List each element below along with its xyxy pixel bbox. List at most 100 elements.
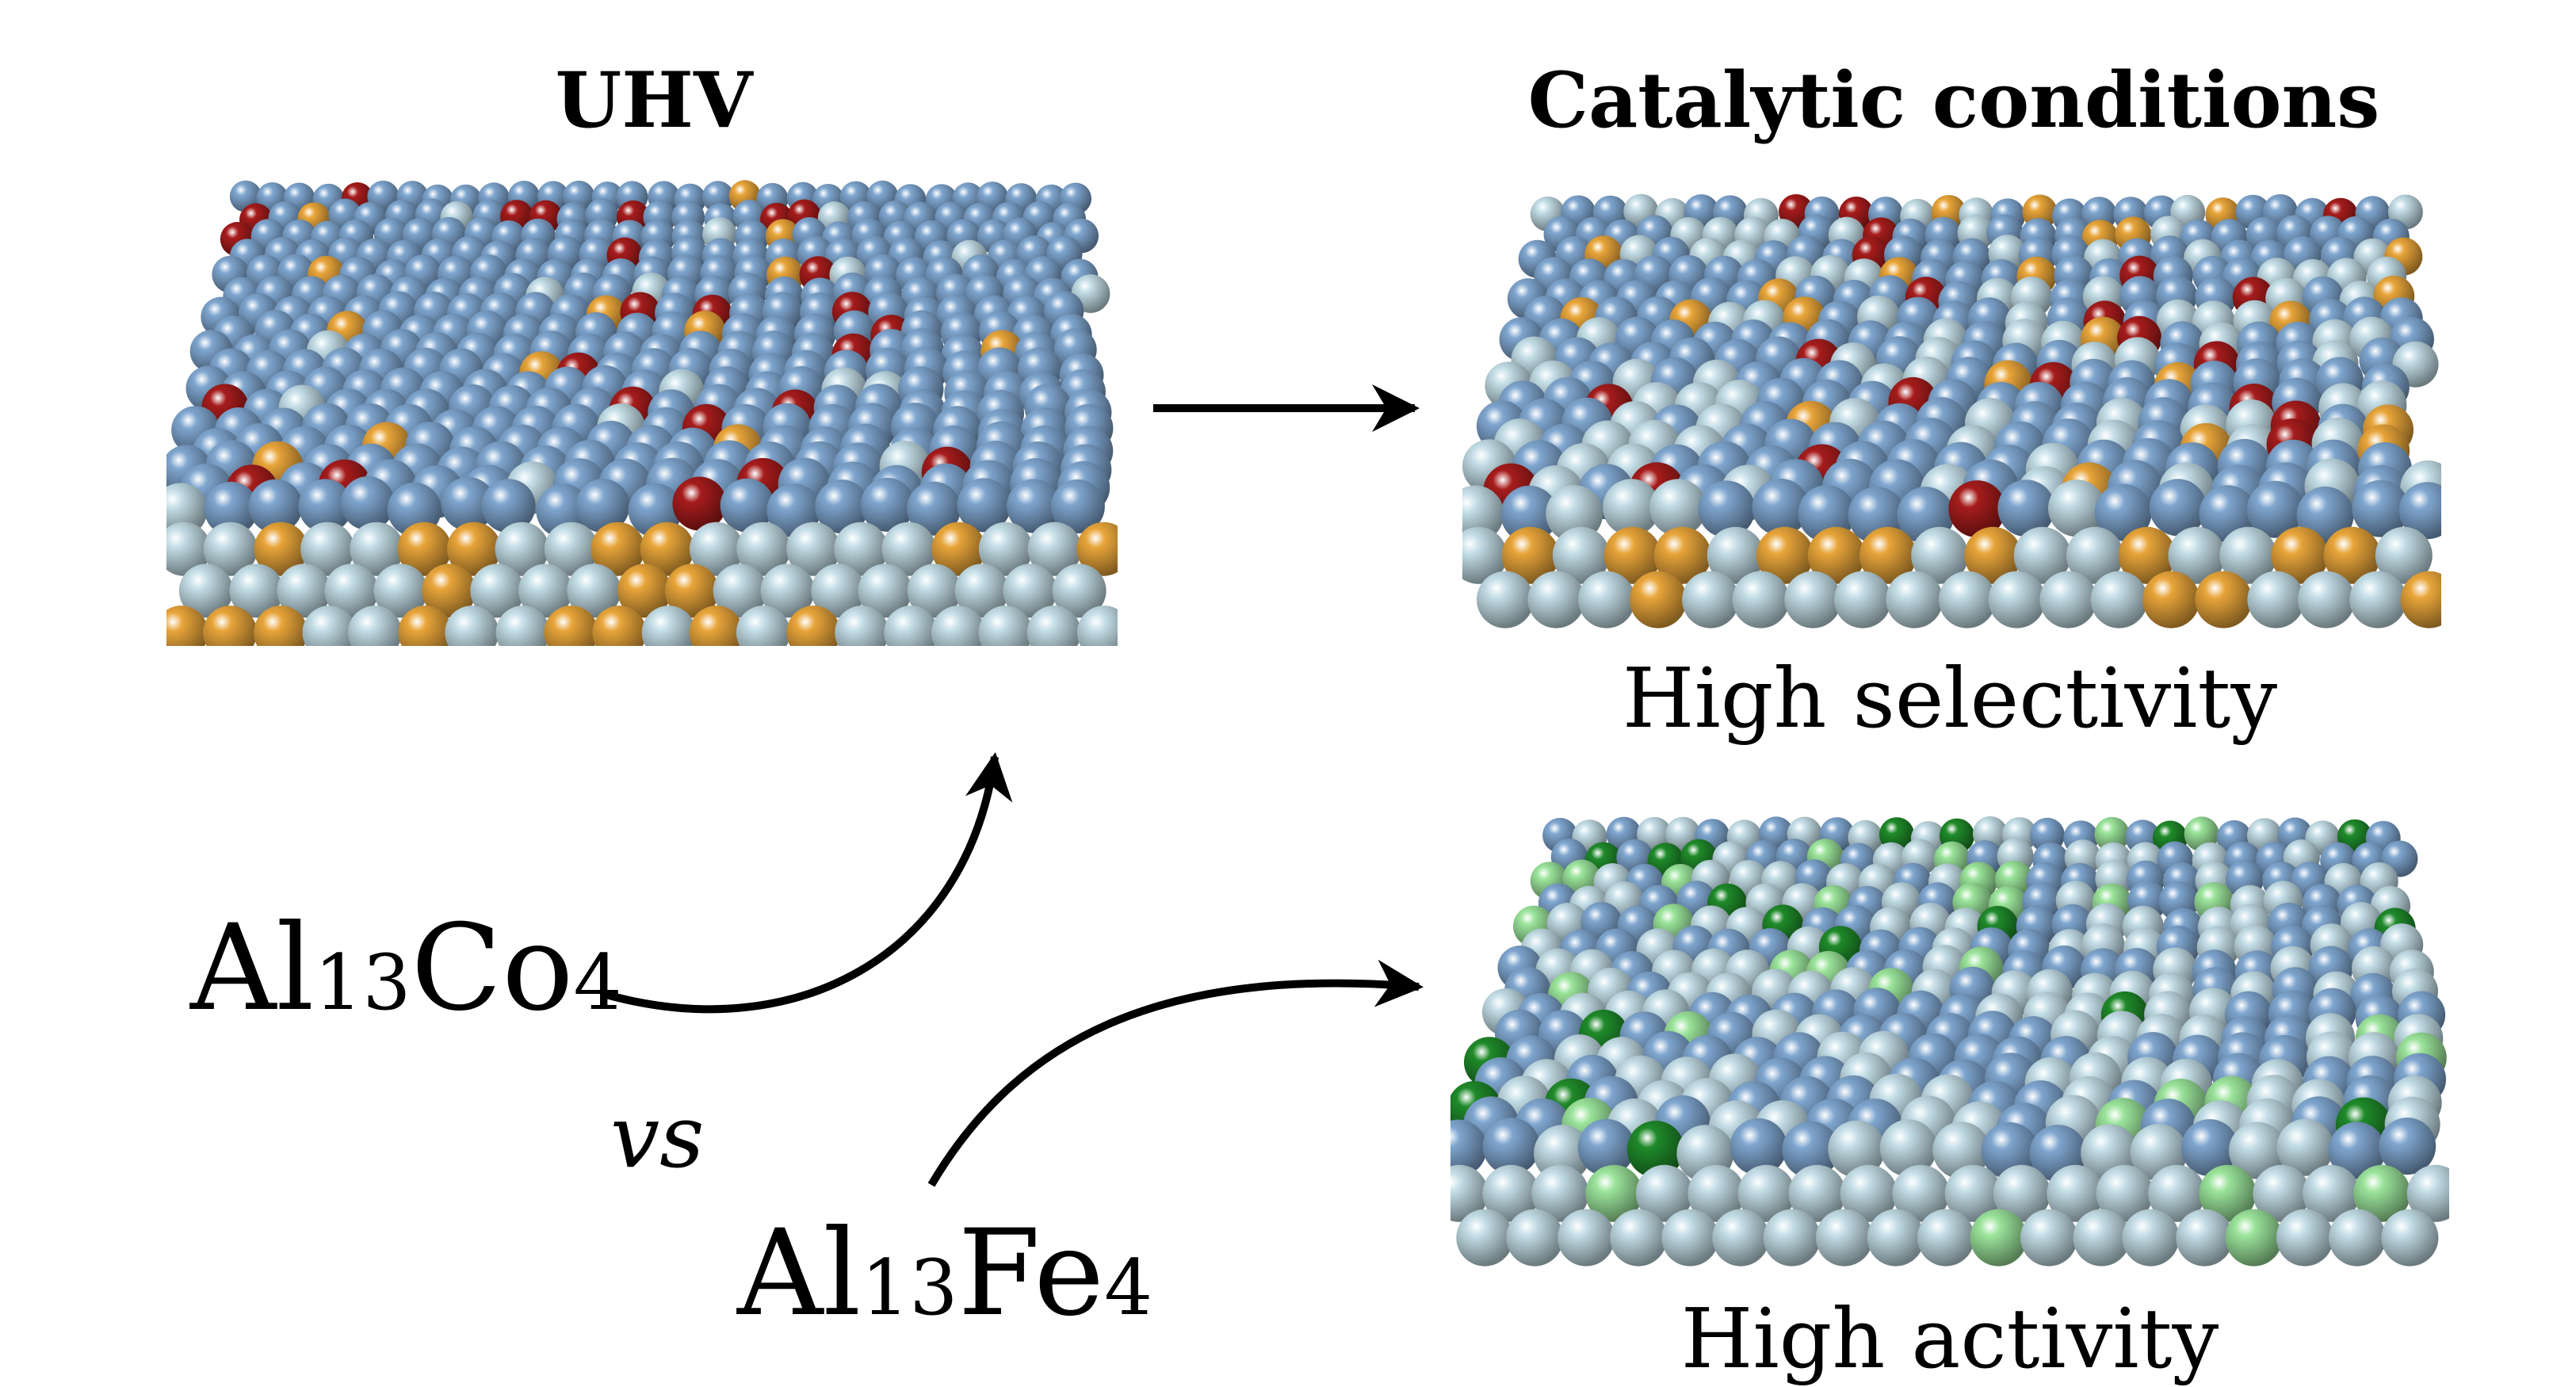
substrate-aluminium-atom — [567, 564, 621, 618]
aluminium-atom — [957, 478, 1011, 533]
al13fe4-arrow — [927, 959, 1424, 1187]
al13fe4-catalytic-surface-model — [1450, 816, 2449, 1267]
substrate-transition-metal-atom — [1585, 1164, 1643, 1222]
substrate-transition-metal-atom — [2142, 571, 2200, 629]
transition-metal-atom — [1948, 480, 2006, 538]
substrate-transition-metal-atom — [2195, 571, 2253, 629]
substrate-aluminium-atom — [2219, 526, 2277, 584]
substrate-aluminium-atom — [1577, 571, 1635, 629]
substrate-aluminium-atom — [1506, 1209, 1564, 1267]
substrate-transition-metal-atom — [2271, 526, 2329, 584]
substrate-aluminium-atom — [1635, 1164, 1693, 1222]
substrate-aluminium-atom — [1737, 1164, 1795, 1222]
aluminium-atom — [481, 479, 536, 533]
substrate-aluminium-atom — [544, 522, 598, 576]
substrate-aluminium-atom — [978, 606, 1033, 646]
aluminium-atom — [2398, 482, 2441, 540]
substrate-transition-metal-atom — [1859, 526, 1917, 584]
substrate-aluminium-atom — [1911, 526, 1969, 584]
substrate-transition-metal-atom — [203, 606, 258, 646]
al13co4-element-co: Co — [411, 900, 574, 1037]
substrate-aluminium-atom — [2329, 1209, 2386, 1267]
aluminium-atom — [1450, 1119, 1487, 1177]
substrate-aluminium-atom — [1867, 1209, 1924, 1267]
substrate-aluminium-atom — [347, 606, 402, 646]
substrate-aluminium-atom — [736, 522, 791, 576]
substrate-aluminium-atom — [2122, 1209, 2180, 1267]
substrate-transition-metal-atom — [1630, 571, 1687, 629]
substrate-aluminium-atom — [1531, 1164, 1589, 1222]
al13co4-count-co: 4 — [573, 938, 622, 1027]
substrate-aluminium-atom — [1456, 1209, 1514, 1267]
substrate-aluminium-atom — [1993, 1164, 2050, 1222]
substrate-aluminium-atom — [1886, 571, 1943, 629]
substrate-aluminium-atom — [2375, 526, 2433, 584]
substrate-aluminium-atom — [1027, 522, 1082, 576]
substrate-aluminium-atom — [2298, 571, 2355, 629]
uhv-surface-model — [166, 180, 1118, 646]
transition-metal-atom — [672, 476, 727, 531]
substrate-aluminium-atom — [1450, 1164, 1489, 1222]
substrate-transition-metal-atom — [2199, 1164, 2257, 1222]
uhv-heading: UHV — [555, 55, 753, 145]
al13co4-catalytic-surface-model — [1462, 193, 2441, 629]
substrate-aluminium-atom — [786, 522, 841, 576]
substrate-aluminium-atom — [1052, 564, 1106, 618]
substrate-aluminium-atom — [1682, 571, 1740, 629]
substrate-aluminium-atom — [1076, 606, 1118, 646]
substrate-transition-metal-atom — [2353, 1164, 2411, 1222]
substrate-aluminium-atom — [1712, 1209, 1770, 1267]
substrate-aluminium-atom — [690, 522, 743, 576]
substrate-transition-metal-atom — [1807, 526, 1865, 584]
al13fe4-element-fe: Fe — [957, 1205, 1105, 1343]
aluminium-atom — [720, 478, 774, 533]
substrate-aluminium-atom — [713, 564, 767, 618]
aluminium-atom — [2276, 1118, 2334, 1176]
substrate-aluminium-atom — [350, 522, 404, 576]
aluminium-atom — [860, 477, 915, 532]
substrate-aluminium-atom — [1815, 1209, 1873, 1267]
substrate-transition-metal-atom — [166, 606, 208, 646]
substrate-transition-metal-atom — [1653, 526, 1711, 584]
substrate-aluminium-atom — [2013, 526, 2071, 584]
substrate-transition-metal-atom — [664, 564, 719, 618]
substrate-aluminium-atom — [1477, 571, 1534, 629]
substrate-aluminium-atom — [858, 564, 912, 618]
substrate-aluminium-atom — [1557, 1209, 1615, 1267]
aluminium-atom — [1500, 485, 1558, 543]
substrate-aluminium-atom — [1917, 1209, 1974, 1267]
substrate-transition-metal-atom — [254, 606, 308, 646]
substrate-aluminium-atom — [1003, 564, 1057, 618]
transition-metal-atom — [1626, 1121, 1684, 1178]
substrate-aluminium-atom — [954, 564, 1009, 618]
aluminium-atom — [1698, 480, 1756, 538]
substrate-aluminium-atom — [203, 522, 258, 576]
substrate-transition-metal-atom — [397, 522, 452, 576]
substrate-aluminium-atom — [2253, 1164, 2310, 1222]
aluminium-atom — [248, 479, 303, 533]
substrate-aluminium-atom — [884, 606, 938, 646]
substrate-aluminium-atom — [178, 564, 233, 618]
substrate-aluminium-atom — [2349, 571, 2407, 629]
substrate-aluminium-atom — [2381, 1209, 2439, 1267]
substrate-aluminium-atom — [811, 564, 866, 618]
substrate-transition-metal-atom — [398, 606, 453, 646]
aluminium-atom — [1997, 480, 2055, 537]
aluminium-atom — [815, 480, 869, 534]
substrate-aluminium-atom — [931, 606, 985, 646]
substrate-transition-metal-atom — [446, 522, 501, 576]
substrate-transition-metal-atom — [617, 564, 671, 618]
aluminium-atom — [1729, 1118, 1787, 1175]
catalytic-conditions-heading: Catalytic conditions — [1527, 55, 2380, 145]
substrate-aluminium-atom — [2148, 1164, 2206, 1222]
aluminium-atom — [2246, 480, 2304, 538]
substrate-aluminium-atom — [1788, 1164, 1846, 1222]
substrate-aluminium-atom — [277, 564, 331, 618]
substrate-transition-metal-atom — [2323, 526, 2381, 584]
substrate-aluminium-atom — [229, 564, 284, 618]
aluminium-atom — [2094, 483, 2152, 541]
substrate-aluminium-atom — [518, 564, 573, 618]
substrate-aluminium-atom — [1552, 526, 1610, 584]
al13fe4-count-al: 13 — [861, 1244, 958, 1332]
